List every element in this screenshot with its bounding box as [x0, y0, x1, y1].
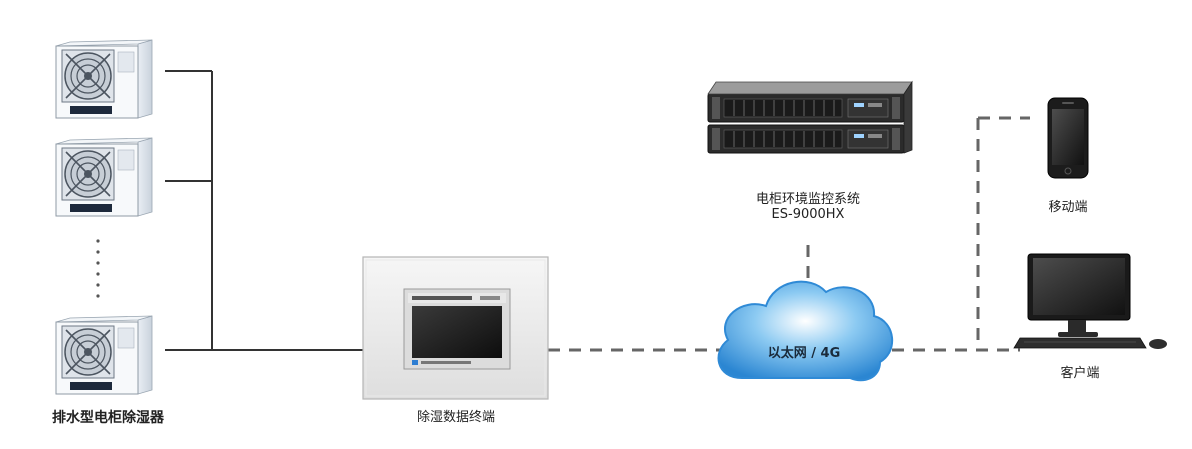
smartphone-icon [1047, 97, 1089, 179]
bus-lines [165, 70, 363, 351]
rack-server-icon [707, 80, 913, 154]
dehumidifier-unit-2 [55, 137, 153, 217]
terminal-label: 除湿数据终端 [416, 410, 495, 425]
ellipsis-dots [96, 239, 100, 298]
dehumidifier-label: 排水型电柜除湿器 [52, 410, 164, 426]
desktop-computer-icon [1013, 253, 1167, 349]
dehumidifier-unit-1 [55, 39, 153, 119]
system-model-label: ES-9000HX [771, 207, 845, 222]
touch-panel-terminal-icon [362, 256, 549, 400]
system-name-label: 电柜环境监控系统 [755, 192, 860, 207]
mobile-label: 移动端 [1048, 200, 1088, 215]
network-cloud-icon [717, 280, 894, 382]
dehumidifier-unit-3 [55, 315, 153, 395]
client-label: 客户端 [1060, 366, 1100, 381]
network-label: 以太网 / 4G [767, 346, 841, 361]
